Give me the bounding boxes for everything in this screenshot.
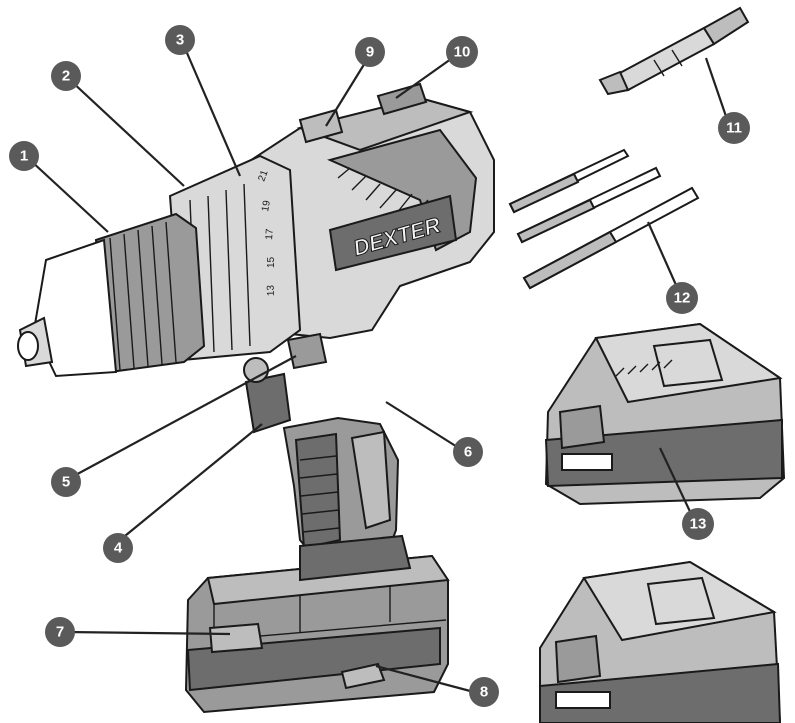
drill-bits-set	[508, 148, 700, 290]
svg-text:5: 5	[62, 474, 70, 491]
forward-reverse-selector	[286, 332, 328, 370]
callout-3: 3	[165, 25, 195, 55]
drill-chuck	[17, 212, 206, 378]
callout-11: 11	[718, 112, 750, 144]
leader-lines	[29, 45, 732, 694]
callout-12: 12	[666, 282, 698, 314]
callout-6: 6	[453, 437, 483, 467]
callout-5: 5	[51, 467, 81, 497]
svg-text:3: 3	[176, 32, 184, 49]
callout-2: 2	[51, 61, 81, 91]
rear-vent	[376, 82, 428, 116]
callout-1: 1	[9, 141, 39, 171]
svg-text:9: 9	[366, 44, 374, 61]
battery-clip	[340, 662, 386, 690]
svg-text:13: 13	[690, 516, 707, 533]
drill-battery-pack	[184, 554, 450, 714]
callout-4: 4	[103, 533, 133, 563]
svg-text:17: 17	[264, 228, 276, 240]
drill-motor-housing: DEXTER	[234, 82, 495, 434]
spare-battery-13	[544, 322, 786, 506]
svg-text:4: 4	[114, 540, 123, 557]
callout-9: 9	[355, 37, 385, 67]
svg-text:19: 19	[260, 199, 273, 212]
svg-text:13: 13	[266, 284, 277, 296]
screwdriver-bit	[598, 6, 750, 96]
spare-battery-bottom	[539, 560, 782, 723]
torque-scale: 21 19 17 15 13	[256, 168, 277, 296]
svg-text:7: 7	[56, 624, 64, 641]
svg-text:6: 6	[464, 444, 472, 461]
svg-text:11: 11	[726, 120, 742, 137]
svg-text:1: 1	[20, 148, 28, 165]
torque-collar: 21 19 17 15 13	[168, 154, 302, 362]
callout-8: 8	[469, 677, 499, 707]
battery-release-button	[208, 622, 264, 654]
svg-text:8: 8	[480, 684, 488, 701]
svg-text:21: 21	[256, 168, 270, 183]
drill-handle	[282, 416, 412, 582]
trigger-switch	[244, 372, 292, 434]
svg-text:2: 2	[62, 68, 70, 85]
callout-10: 10	[446, 36, 478, 68]
callout-13: 13	[682, 508, 714, 540]
svg-text:12: 12	[674, 290, 691, 307]
svg-text:10: 10	[454, 44, 471, 61]
callout-7: 7	[45, 617, 75, 647]
svg-text:15: 15	[266, 256, 277, 268]
